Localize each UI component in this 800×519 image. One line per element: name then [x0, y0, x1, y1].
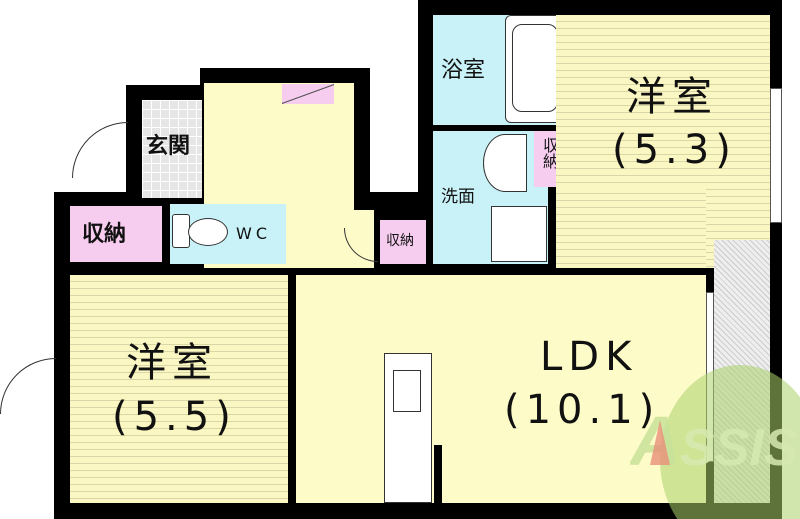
- storage-bedroom2-label: 収納: [540, 137, 559, 169]
- toilet-bowl-icon: [188, 218, 228, 246]
- western-room-1-name: 洋室: [126, 340, 218, 386]
- storage-entrance-label: 収納: [82, 222, 127, 247]
- room-storage-entrance: 収納: [70, 206, 162, 262]
- kitchen-counter-icon: [384, 353, 432, 503]
- assist-logo-icon: A SSIST: [630, 365, 800, 519]
- room-western-2-lower: [556, 187, 706, 268]
- room-bathroom: 浴室: [433, 15, 565, 125]
- toilet-label: WC: [236, 224, 271, 243]
- hall-shelf: [282, 84, 334, 104]
- room-storage-hall: 収納: [380, 220, 426, 264]
- sink-icon: [483, 134, 527, 192]
- entrance-label: 玄関: [146, 134, 191, 159]
- washing-machine-icon: [491, 206, 547, 262]
- room-ldk: LDK (10.1): [296, 275, 706, 503]
- entrance-door[interactable]: [72, 122, 128, 178]
- room-toilet: WC: [170, 204, 286, 264]
- ldk-size: (10.1): [504, 387, 661, 433]
- window-western-2: [770, 88, 782, 223]
- room-entrance: 玄関: [142, 100, 202, 198]
- bathroom-label: 浴室: [441, 58, 486, 83]
- ldk-name: LDK: [540, 334, 638, 380]
- western-room-2-size: (5.3): [612, 127, 737, 173]
- room-washroom: 洗面: [433, 131, 548, 264]
- room-western-1: 洋室 (5.5): [70, 275, 288, 503]
- stove-icon: [393, 370, 421, 412]
- western-room-1-size: (5.5): [112, 394, 237, 440]
- western-room-1-door[interactable]: [0, 358, 56, 414]
- svg-text:A: A: [630, 402, 681, 480]
- svg-text:SSIST: SSIST: [680, 419, 800, 477]
- washroom-label: 洗面: [441, 187, 475, 207]
- western-room-2-name: 洋室: [626, 74, 718, 120]
- kitchen-partition: [434, 445, 442, 503]
- storage-hall-label: 収納: [386, 233, 414, 249]
